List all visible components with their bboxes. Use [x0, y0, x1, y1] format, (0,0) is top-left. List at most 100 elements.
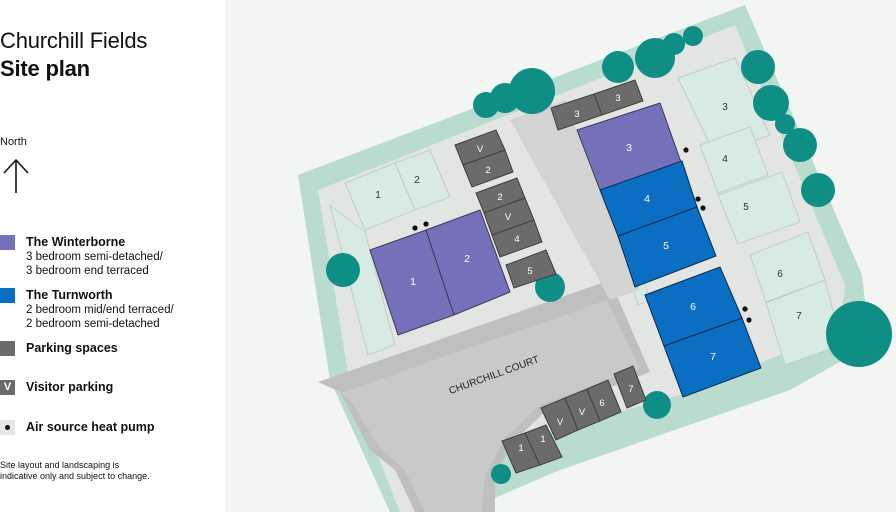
parking-label: 3: [615, 93, 620, 104]
tree: [535, 272, 565, 302]
visitor-swatch: V: [0, 380, 15, 395]
turnworth-swatch: [0, 288, 15, 303]
page-title: Site plan: [0, 56, 90, 81]
disclaimer-line-2: indicative only and subject to change.: [0, 471, 150, 481]
tree: [509, 68, 555, 114]
tree: [741, 50, 775, 84]
site-name: Churchill Fields: [0, 28, 148, 53]
garden-label-2: 2: [414, 175, 420, 186]
plot-labels: 1 2 3 4 5 6 7: [410, 142, 716, 363]
plot-label-4: 4: [644, 193, 650, 205]
winterborne-name: The Winterborne: [26, 235, 126, 249]
parking-label: 4: [514, 234, 519, 245]
heat-pump-dot: [683, 147, 689, 153]
garden-side-left: [329, 203, 396, 356]
winterborne-block-1-2: [369, 209, 511, 336]
garden-4: [699, 126, 769, 194]
parking-label: V: [579, 407, 586, 418]
site-map: 1 2 3 4 5 6 7 1 2 3 4 5 6 7 V 2 2 V 4 5 …: [225, 0, 896, 512]
disclaimer: Site layout and landscaping is indicativ…: [0, 460, 200, 482]
tree: [326, 253, 360, 287]
parking-swatch: [0, 341, 15, 356]
garden-label-6: 6: [777, 269, 783, 280]
parking-bay: [593, 79, 644, 116]
plot-label-3: 3: [626, 142, 632, 154]
garden-labels: 1 2 3 4 5 6 7: [375, 102, 802, 322]
parking-label: 6: [599, 398, 604, 409]
parking-labels: V 2 2 V 4 5 3 3 1 1 V V 6 7: [477, 93, 634, 454]
turnworth-block-6-7: [644, 266, 762, 398]
tree: [643, 391, 671, 419]
winterborne-desc-2: 3 bedroom end terraced: [26, 265, 149, 277]
parking-label: 1: [540, 434, 545, 445]
garden-2: [394, 149, 451, 211]
garden-label-7: 7: [796, 311, 802, 322]
garden-label-3: 3: [722, 102, 728, 113]
parking-bay: [462, 149, 514, 188]
winterborne-desc-1: 3 bedroom semi-detached/: [26, 251, 163, 263]
air-source-heat-pumps: [412, 147, 752, 323]
plot-label-7: 7: [710, 351, 716, 363]
north-arrow-icon: [3, 158, 29, 193]
legend-panel: Churchill Fields Site plan North The Win…: [0, 0, 225, 512]
parking-label: 3: [574, 109, 579, 120]
plot-7: [663, 317, 762, 398]
parking-bay: [491, 219, 543, 258]
parking-bay: [586, 379, 622, 422]
turnworth-block-4-5: [599, 160, 717, 288]
tree: [801, 173, 835, 207]
disclaimer-line-1: Site layout and landscaping is: [0, 460, 120, 470]
north-label: North: [0, 136, 27, 148]
heat-pump-label: Air source heat pump: [26, 420, 155, 434]
plot-label-1: 1: [410, 276, 416, 288]
plot-label-6: 6: [690, 301, 696, 313]
parking-label: V: [505, 212, 512, 223]
road-surface: [340, 300, 640, 512]
tree: [491, 464, 511, 484]
tree: [783, 128, 817, 162]
turnworth-name: The Turnworth: [26, 288, 113, 302]
tree: [753, 85, 789, 121]
plot-5: [617, 206, 717, 288]
tree: [663, 33, 685, 55]
tree: [826, 301, 892, 367]
garden-5: [717, 171, 801, 245]
plot-label-2: 2: [464, 253, 470, 265]
trees: [326, 26, 892, 484]
heat-pump-dot: [700, 205, 706, 211]
parking-bays: [454, 79, 647, 474]
turnworth-desc-1: 2 bedroom mid/end terraced/: [26, 304, 174, 316]
parking-label: V: [557, 417, 564, 428]
parking-label: 2: [485, 165, 490, 176]
parking-label: Parking spaces: [26, 341, 118, 355]
parking-bay: [505, 249, 557, 289]
heat-pump-dot: [742, 306, 748, 312]
parking-label: 1: [518, 443, 523, 454]
garden-label-5: 5: [743, 202, 749, 213]
tree: [775, 114, 795, 134]
garden-label-4: 4: [722, 154, 728, 165]
parking-bay: [613, 365, 647, 409]
visitor-label: Visitor parking: [26, 380, 114, 394]
plot-2: [425, 209, 511, 316]
heat-pump-dot: [423, 221, 429, 227]
tree: [683, 26, 703, 46]
parking-label: 5: [527, 266, 532, 277]
winterborne-swatch: [0, 235, 15, 250]
access-road: [510, 100, 640, 300]
parking-label: V: [477, 144, 484, 155]
heat-pump-icon: [0, 420, 15, 435]
garden-label-1: 1: [375, 190, 381, 201]
turnworth-desc-2: 2 bedroom semi-detached: [26, 318, 160, 330]
site-map-svg: 1 2 3 4 5 6 7 1 2 3 4 5 6 7 V 2 2 V 4 5 …: [298, 5, 892, 512]
gardens: [329, 57, 843, 366]
heat-pump-dot: [412, 225, 418, 231]
parking-label: 7: [628, 384, 633, 395]
tree: [473, 92, 499, 118]
heat-pump-dot: [746, 317, 752, 323]
parking-label: 2: [497, 192, 502, 203]
plot-label-5: 5: [663, 240, 669, 252]
tree: [602, 51, 634, 83]
heat-pump-dot: [695, 196, 701, 202]
parking-bay: [524, 424, 563, 466]
